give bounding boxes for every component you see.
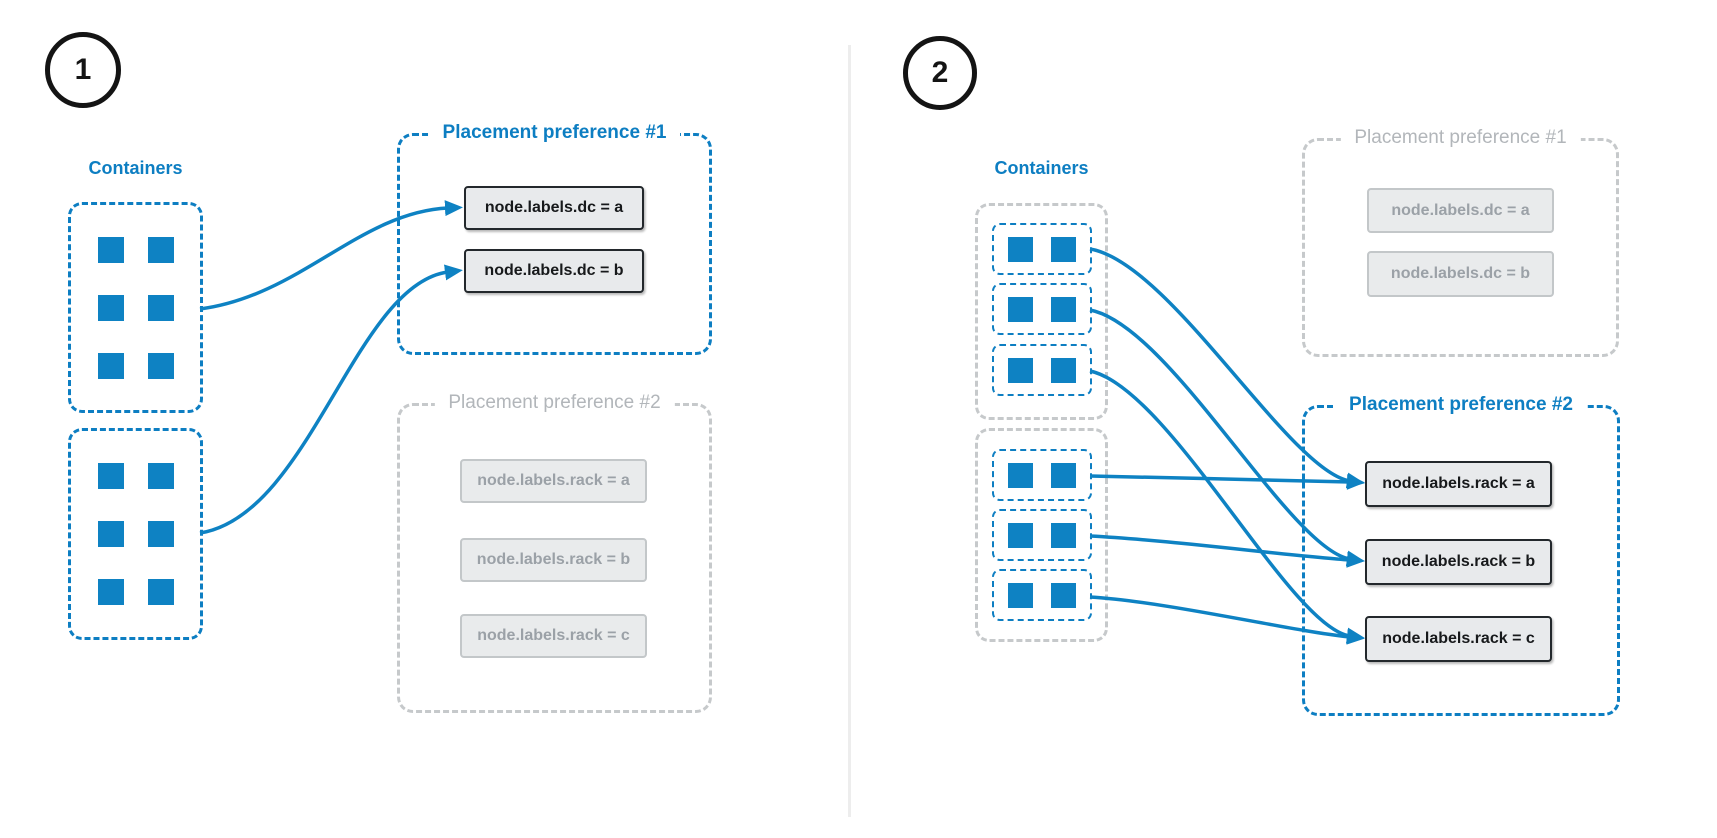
container-square [1008,236,1033,262]
constraint-rack-a-left: node.labels.rack = a [460,459,647,503]
container-square [1051,236,1076,262]
step-1-number: 1 [74,53,92,86]
constraint-dc-a-left: node.labels.dc = a [464,186,644,230]
placement-preference-1-left: Placement preference #1 [397,122,712,355]
container-square [147,521,174,547]
preference-title: Placement preference #1 [1340,127,1581,149]
panel-divider [848,45,851,817]
constraint-rack-b-left: node.labels.rack = b [460,538,647,582]
container-square [97,352,124,379]
container-square [1051,357,1076,383]
step-1-circle: 1 [45,32,121,108]
container-subgroup-4 [992,449,1092,501]
constraint-rack-b-right: node.labels.rack = b [1365,539,1552,585]
container-square [147,463,174,489]
constraint-dc-b-left: node.labels.dc = b [464,249,644,293]
container-subgroup-2 [992,283,1092,335]
constraint-rack-a-right: node.labels.rack = a [1365,461,1552,507]
placement-preference-2-left: Placement preference #2 [397,392,712,713]
container-square [1008,296,1033,322]
container-square [147,294,174,321]
container-square [97,294,124,321]
containers-label-right: Containers [994,158,1089,178]
container-square [97,521,124,547]
container-square [147,352,174,379]
container-square [147,236,174,263]
placement-preference-1-right: Placement preference #1 [1302,127,1619,357]
container-square [1008,582,1033,608]
preference-title: Placement preference #2 [434,392,675,414]
preference-title: Placement preference #2 [1335,394,1587,416]
container-square [97,463,124,489]
container-square [97,236,124,263]
container-square [147,579,174,605]
containers-label-left: Containers [88,158,183,178]
container-group-2 [68,428,203,640]
step-2-number: 2 [931,56,949,89]
container-subgroup-1 [992,223,1092,275]
container-group-1 [68,202,203,413]
container-square [1051,582,1076,608]
step-2-circle: 2 [903,36,977,110]
container-square [1008,522,1033,548]
preference-title: Placement preference #1 [428,122,681,144]
container-square [1051,296,1076,322]
container-square [1051,462,1076,488]
constraint-dc-b-right: node.labels.dc = b [1367,251,1554,297]
container-square [1008,462,1033,488]
container-subgroup-5 [992,509,1092,561]
container-square [1051,522,1076,548]
container-square [1008,357,1033,383]
container-subgroup-6 [992,569,1092,621]
constraint-dc-a-right: node.labels.dc = a [1367,188,1554,233]
constraint-rack-c-left: node.labels.rack = c [460,614,647,658]
constraint-rack-c-right: node.labels.rack = c [1365,616,1552,662]
container-subgroup-3 [992,344,1092,396]
container-square [97,579,124,605]
